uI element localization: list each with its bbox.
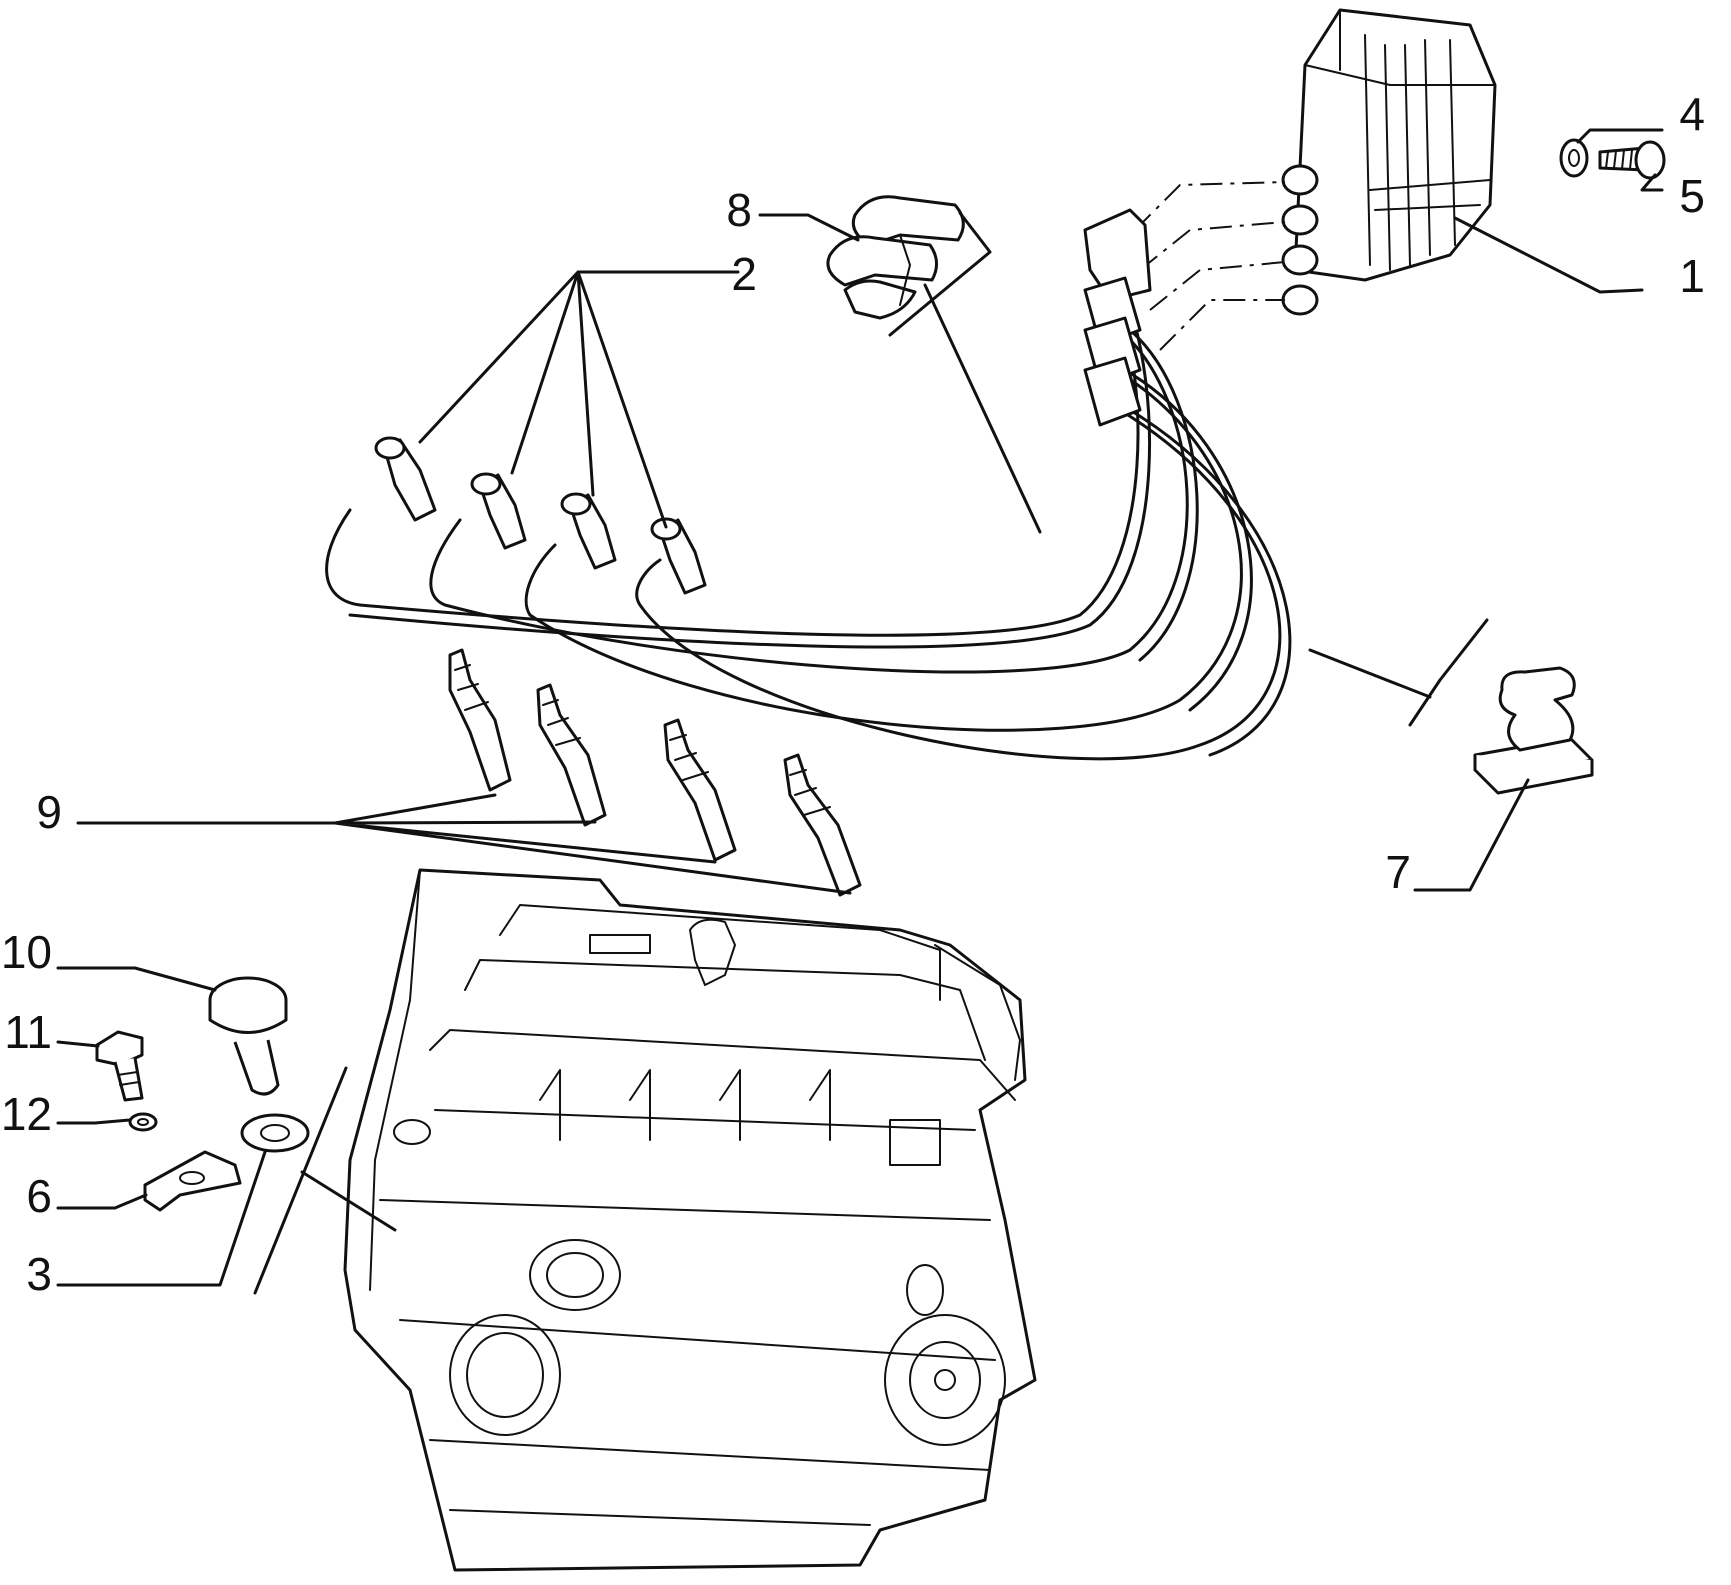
callout-1: 1 xyxy=(1679,250,1705,302)
clip-8-leader xyxy=(758,213,860,242)
coil-lead-path-1 xyxy=(1134,181,1286,231)
callout-12: 12 xyxy=(1,1088,52,1140)
callout-3: 3 xyxy=(26,1248,52,1300)
spark-plug-3[interactable] xyxy=(663,718,737,862)
seal-3-bracket xyxy=(253,1066,348,1295)
cable-holder[interactable] xyxy=(1473,666,1594,795)
screw[interactable] xyxy=(1598,140,1666,180)
callout-6: 6 xyxy=(26,1170,52,1222)
temperature-sensor[interactable] xyxy=(208,976,288,1096)
spark-plug-leads[interactable] xyxy=(325,293,1292,761)
spark-plug-1[interactable] xyxy=(448,648,512,792)
bolt[interactable] xyxy=(95,1030,144,1102)
callout-7: 7 xyxy=(1385,846,1411,898)
holder-7-leader xyxy=(1413,778,1530,892)
plug-boot-3[interactable] xyxy=(560,492,617,570)
washer-4-leader xyxy=(1576,128,1664,144)
callout-9: 9 xyxy=(36,786,62,838)
bracket-6-leader xyxy=(56,1193,148,1210)
clip-8-pointer xyxy=(923,283,1042,534)
plug-boot-1[interactable] xyxy=(374,436,437,522)
washer[interactable] xyxy=(1559,138,1589,178)
callout-5: 5 xyxy=(1679,170,1705,222)
coil-boot-set[interactable] xyxy=(1083,208,1152,427)
lock-washer[interactable] xyxy=(128,1112,158,1132)
callout-10: 10 xyxy=(1,926,52,978)
callout-8: 8 xyxy=(726,184,752,236)
seal-3-leader xyxy=(56,1150,267,1287)
ignition-coil[interactable] xyxy=(1281,8,1497,316)
spark-plug-4[interactable] xyxy=(783,753,862,897)
clip-8-bracket xyxy=(888,211,992,337)
holder-7-pointer xyxy=(1308,648,1432,699)
coil-lead-path-2 xyxy=(1139,221,1286,271)
washer-12-leader xyxy=(56,1118,132,1125)
spark-plug-2[interactable] xyxy=(536,683,607,827)
engine-block xyxy=(343,868,1037,1572)
screw-5-leader xyxy=(1640,173,1664,192)
plugs-9-pointer xyxy=(76,793,852,895)
holder-7-bracket xyxy=(1408,618,1489,727)
coil-lead-path-4 xyxy=(1159,299,1285,351)
sealing-washer[interactable] xyxy=(240,1113,310,1153)
plug-boot-2[interactable] xyxy=(470,472,527,550)
coil-lead-path-3 xyxy=(1149,261,1286,311)
seal-3-pointer xyxy=(300,1170,397,1232)
leads-2-pointer xyxy=(418,270,740,529)
sensor-10-leader xyxy=(56,966,217,992)
callout-11: 11 xyxy=(4,1006,52,1058)
callout-2: 2 xyxy=(731,248,757,300)
mounting-bracket[interactable] xyxy=(143,1150,242,1212)
coil-1-leader xyxy=(1453,216,1644,294)
bolt-11-leader xyxy=(56,1040,100,1048)
callout-4: 4 xyxy=(1679,88,1705,140)
plug-boot-4[interactable] xyxy=(650,517,707,595)
cable-clip-upper[interactable] xyxy=(826,195,965,320)
